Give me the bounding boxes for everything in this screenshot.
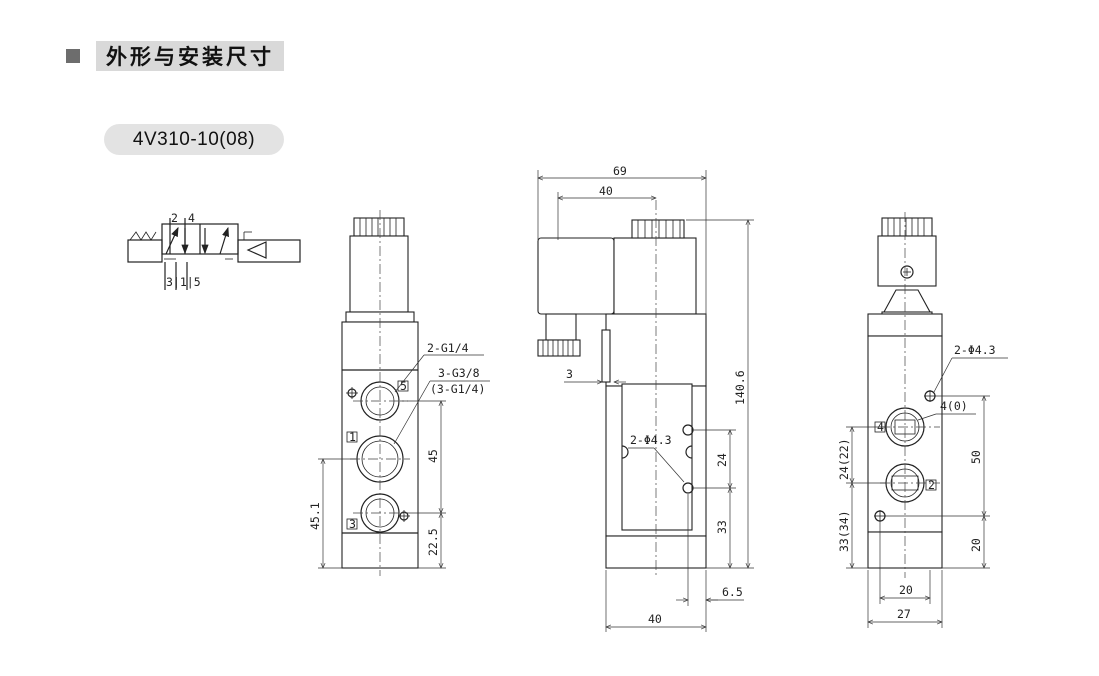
model-label: 4V310-10(08) [104,124,284,155]
front-callout-3-g14: (3-G1/4) [430,382,485,396]
front-view: 5 1 3 2-G1/4 3-G3/8 (3-G1/4) 45 22.5 45.… [308,210,490,576]
side-dim-6-5: 6.5 [722,585,743,599]
side-dim-40-top: 40 [599,184,613,198]
back-dim-20-bottom: 20 [899,583,913,597]
back-marker-2: 2 [928,478,935,492]
back-port-4: 4(0) [940,399,968,413]
back-dim-50: 50 [969,450,983,464]
front-callout-3-g38: 3-G3/8 [438,366,480,380]
side-dim-24: 24 [715,453,729,467]
side-dim-33: 33 [715,520,729,534]
symbol-port-4: 4 [188,211,195,225]
section-header: 外形与安装尺寸 [66,40,284,72]
front-marker-3: 3 [349,517,356,531]
side-dim-3: 3 [566,367,573,381]
side-dim-40-bottom: 40 [648,612,662,626]
back-callout-holes: 2-Φ4.3 [954,343,996,357]
back-dim-33-34: 33(34) [837,510,851,552]
side-dim-69: 69 [613,164,627,178]
front-dim-45: 45 [426,449,440,463]
section-title: 外形与安装尺寸 [96,41,284,71]
side-callout-holes: 2-Φ4.3 [630,433,672,447]
header-square-icon [66,49,80,63]
symbol-port-315: 3|1|5 [166,275,201,289]
side-dim-140-6: 140.6 [733,370,747,405]
front-marker-1: 1 [349,430,356,444]
back-view: 4 2 2-Φ4.3 4(0) 50 20 24(22) 33(34) 20 [837,212,1008,628]
back-dim-27: 27 [897,607,911,621]
valve-symbol: 2 4 3|1|5 [127,211,301,290]
front-dim-45-1: 45.1 [308,502,322,530]
back-dim-24-22: 24(22) [837,438,851,480]
symbol-port-2: 2 [171,211,178,225]
front-marker-5: 5 [400,379,407,393]
front-dim-22-5: 22.5 [426,528,440,556]
back-dim-20-right: 20 [969,538,983,552]
side-view: 69 40 3 140.6 2-Φ4.3 24 33 6.5 40 [538,164,754,632]
front-callout-2-g14: 2-G1/4 [427,341,469,355]
